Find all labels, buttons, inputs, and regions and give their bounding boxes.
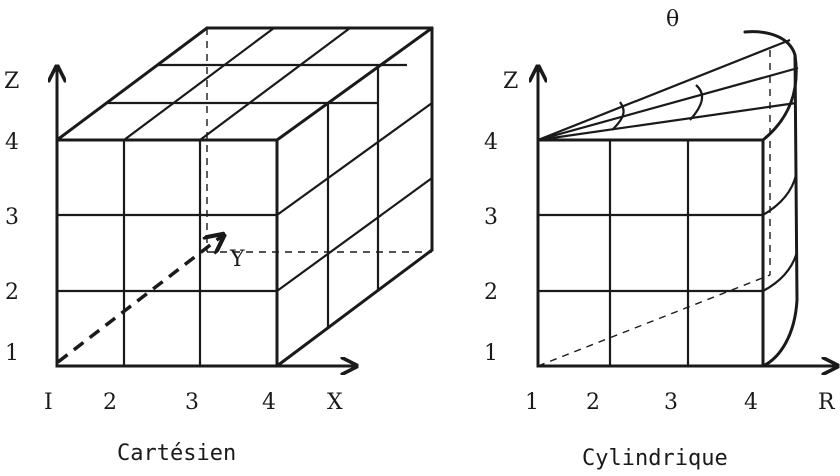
cylindrical-r-tick: 1: [525, 390, 539, 415]
cartesian-diagram: Z 4 3 2 1 I 2 3 4 X Y Cartésien: [4, 26, 434, 466]
cylindrical-z-tick: 4: [484, 130, 498, 155]
cartesian-z-tick: 2: [5, 280, 19, 305]
cylindrical-diagram: θ Z 4 3 2 1 1 2 3 4 R Cylindrique: [484, 7, 836, 471]
cylindrical-z-tick: 1: [484, 341, 498, 366]
cylindrical-r-tick: 2: [586, 390, 600, 415]
cartesian-front-face: [55, 138, 279, 368]
cylindrical-r-label: R: [818, 390, 836, 415]
cartesian-y-label: Y: [229, 247, 245, 272]
cartesian-z-tick: 1: [5, 341, 19, 366]
cylindrical-z-tick: 3: [484, 205, 498, 230]
cartesian-top-face: [55, 26, 434, 142]
cartesian-y-axis: [56, 236, 222, 364]
cartesian-z-tick: 4: [5, 130, 19, 155]
cylindrical-theta-label: θ: [666, 7, 679, 32]
cylindrical-r-tick: 4: [744, 390, 758, 415]
cartesian-x-label: X: [327, 390, 343, 415]
cylindrical-caption: Cylindrique: [582, 446, 728, 471]
cartesian-x-tick: 3: [185, 390, 199, 415]
cylindrical-r-tick: 3: [664, 390, 678, 415]
cartesian-x-tick: I: [44, 390, 53, 415]
cartesian-z-tick: 3: [5, 205, 19, 230]
cylindrical-z-label: Z: [503, 69, 518, 94]
cartesian-z-label: Z: [4, 69, 19, 94]
cylindrical-top-fan: [537, 30, 799, 142]
cartesian-x-tick: 2: [103, 390, 117, 415]
cartesian-x-tick: 4: [262, 390, 276, 415]
cartesian-caption: Cartésien: [117, 441, 236, 466]
cylindrical-front-face: [536, 138, 765, 368]
cylindrical-hidden-edge: [537, 274, 771, 367]
cartesian-side-face: [275, 26, 434, 368]
cylindrical-z-tick: 2: [484, 280, 498, 305]
cylindrical-curved-side: [761, 53, 799, 368]
